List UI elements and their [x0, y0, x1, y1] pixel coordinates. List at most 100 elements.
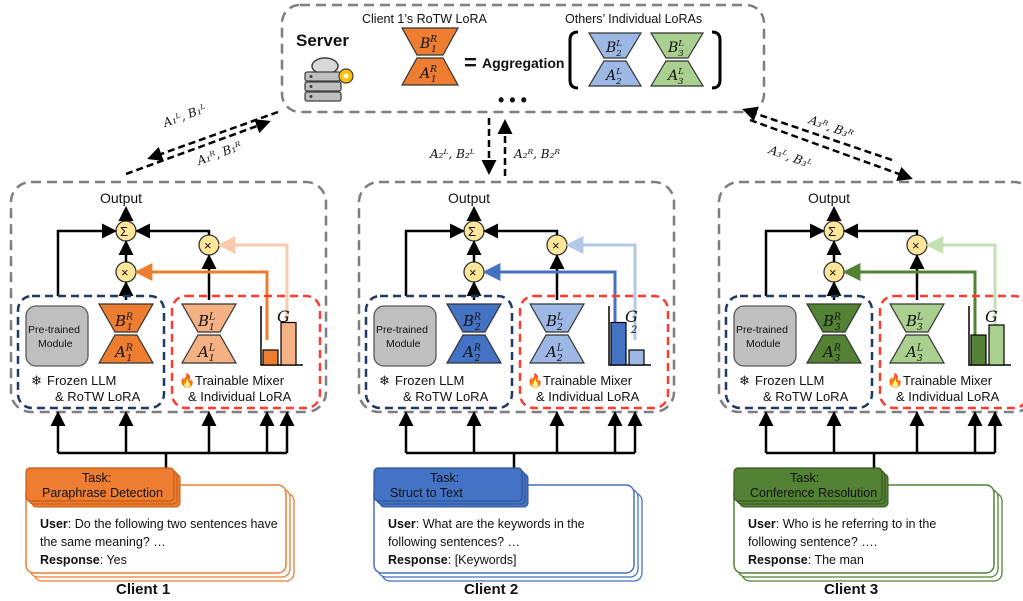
snowflake-icon: ❄ [379, 373, 390, 388]
task-label: Task: [430, 471, 459, 485]
pretrained-label-2: Module [386, 338, 421, 350]
frozen-group [364, 294, 514, 410]
gate-bar [280, 321, 297, 366]
rotw-lora-block [805, 303, 863, 364]
task-label: Task: [82, 471, 111, 485]
mixer-label-2: & Individual LoRA [896, 389, 1000, 404]
client-name: Client 3 [824, 581, 878, 598]
mixer-label-2: & Individual LoRA [188, 389, 292, 404]
c1-download-label: A₁ᴿ, B₁ᴿ [194, 139, 243, 168]
gate-bar [610, 321, 627, 366]
frozen-label-1: Frozen LLM [395, 373, 464, 388]
c3-download-arrow [749, 118, 913, 181]
ellipsis-dots: • • • [498, 90, 527, 110]
frozen-label-2: & RoTW LoRA [55, 389, 141, 404]
gate-bar-chart [968, 306, 1011, 366]
c1-download-arrow [125, 119, 271, 176]
frozen-label-1: Frozen LLM [47, 373, 116, 388]
c3-upload-arrow [742, 106, 893, 162]
server-individual-lora-2 [587, 32, 643, 87]
frozen-label-1: Frozen LLM [755, 373, 824, 388]
multiply-symbol: × [204, 238, 212, 253]
gate-arrow-rotw [842, 263, 977, 340]
mixer-label-1: Trainable Mixer [195, 373, 285, 388]
task-label: Task: [790, 471, 819, 485]
rotw-lora-block [97, 303, 155, 364]
response-line: Response: Yes [40, 553, 127, 567]
multiply-symbol: × [121, 265, 129, 280]
mixer-label-1: Trainable Mixer [903, 373, 993, 388]
user-prompt-line-1: User: What are the keywords in the [388, 517, 585, 531]
response-line: Response: [Keywords] [388, 553, 517, 567]
frozen-group [16, 294, 166, 410]
sum-symbol: Σ [828, 224, 836, 239]
mixer-label-2: & Individual LoRA [536, 389, 640, 404]
snowflake-icon: ❄ [31, 373, 42, 388]
gate-arrow-individual [565, 236, 637, 340]
fire-icon: 🔥 [887, 373, 903, 388]
multiply-symbol: × [469, 265, 477, 280]
rotw-lora-title: Client 1’s RoTW LoRA [362, 12, 487, 26]
multiply-symbol: × [552, 238, 560, 253]
trainable-group [170, 294, 322, 410]
others-lora-title: Others’ Individual LoRAs [565, 12, 702, 26]
gate-bar-chart [260, 306, 303, 366]
user-prompt-line-2: the same meaning? … [40, 535, 166, 549]
gate-bar [628, 349, 645, 366]
gate-arrow-rotw [482, 263, 617, 340]
server-label: Server [296, 31, 349, 50]
fire-icon: 🔥 [179, 373, 195, 388]
output-label: Output [808, 190, 850, 206]
svg-text:AR1: AR1 [418, 65, 437, 85]
equals-sign: = [464, 50, 477, 75]
individual-lora-block [180, 303, 238, 364]
frozen-label-2: & RoTW LoRA [763, 389, 849, 404]
individual-lora-block [888, 303, 946, 364]
rotw-lora-block [445, 303, 503, 364]
user-prompt-line-2: following sentence? …. [748, 535, 877, 549]
mixer-label-1: Trainable Mixer [543, 373, 633, 388]
gate-arrow-rotw [134, 263, 269, 340]
gate-bar [988, 324, 1005, 366]
pretrained-label-1: Pre-trained [736, 324, 788, 336]
multiply-symbol: × [829, 265, 837, 280]
response-line: Response: The man [748, 553, 864, 567]
fire-icon: 🔥 [527, 373, 543, 388]
snowflake-icon: ❄ [739, 373, 750, 388]
pretrained-label-2: Module [38, 338, 73, 350]
pretrained-label-1: Pre-trained [376, 324, 428, 336]
frozen-group [724, 294, 874, 410]
task-name: Conference Resolution [750, 486, 877, 500]
task-name: Struct to Text [390, 486, 463, 500]
right-bracket [711, 30, 722, 90]
c3-download-label: A₃ᴸ, B₃ᴸ [766, 142, 814, 171]
c1-upload-label: A₁ᴸ, B₁ᴸ [160, 101, 208, 130]
gate-arrow-individual [925, 236, 997, 340]
user-prompt-line-1: User: Who is he referring to in the [748, 517, 936, 531]
pretrained-label-1: Pre-trained [28, 324, 80, 336]
task-name: Paraphrase Detection [42, 486, 163, 500]
pretrained-module [733, 305, 797, 367]
